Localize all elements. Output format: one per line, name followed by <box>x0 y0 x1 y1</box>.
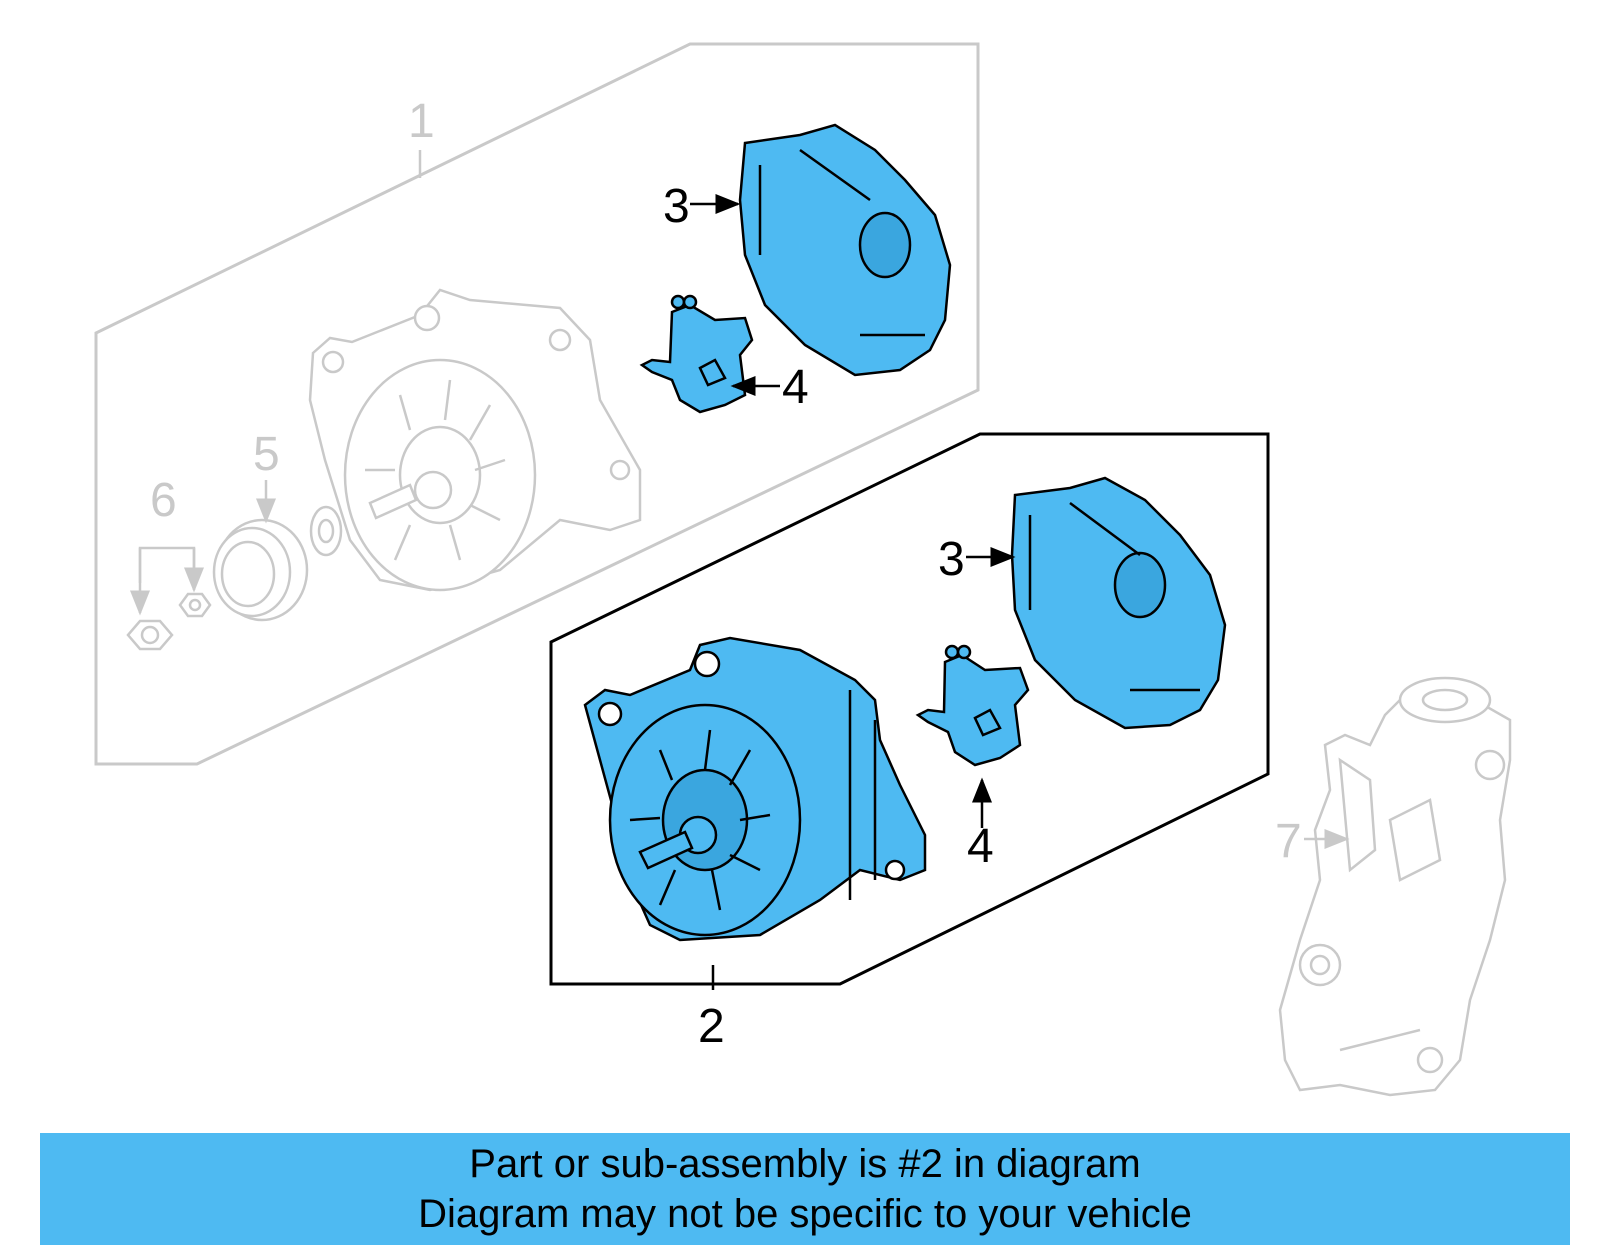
nut-large-ghost <box>126 619 174 651</box>
callout-4-lower: 4 <box>967 820 994 873</box>
alternator-ghost <box>308 288 642 592</box>
alternator-highlight <box>583 636 927 942</box>
pulley-ghost <box>212 518 309 622</box>
nut-small-ghost <box>178 592 212 618</box>
assembly-2-frame <box>549 432 1270 986</box>
end-cover-lower <box>1010 476 1227 730</box>
notice-banner: Part or sub-assembly is #2 in diagram Di… <box>40 1133 1570 1245</box>
callout-2: 2 <box>698 1000 725 1053</box>
bracket-ghost <box>1278 676 1512 1097</box>
washer-ghost <box>309 505 343 557</box>
banner-line-1: Part or sub-assembly is #2 in diagram <box>469 1142 1141 1186</box>
banner-line-2: Diagram may not be specific to your vehi… <box>418 1192 1192 1236</box>
callout-7: 7 <box>1275 815 1302 868</box>
assembly-1-frame <box>94 42 980 766</box>
regulator-lower <box>915 644 1030 767</box>
callout-5: 5 <box>253 428 280 481</box>
callout-1: 1 <box>408 95 435 148</box>
callout-3-lower: 3 <box>938 533 965 586</box>
leaders <box>130 150 1350 990</box>
regulator-upper <box>639 294 754 414</box>
end-cover-upper <box>738 123 952 377</box>
callout-3-upper: 3 <box>663 180 690 233</box>
callout-4-upper: 4 <box>782 361 809 414</box>
callout-6: 6 <box>150 474 177 527</box>
